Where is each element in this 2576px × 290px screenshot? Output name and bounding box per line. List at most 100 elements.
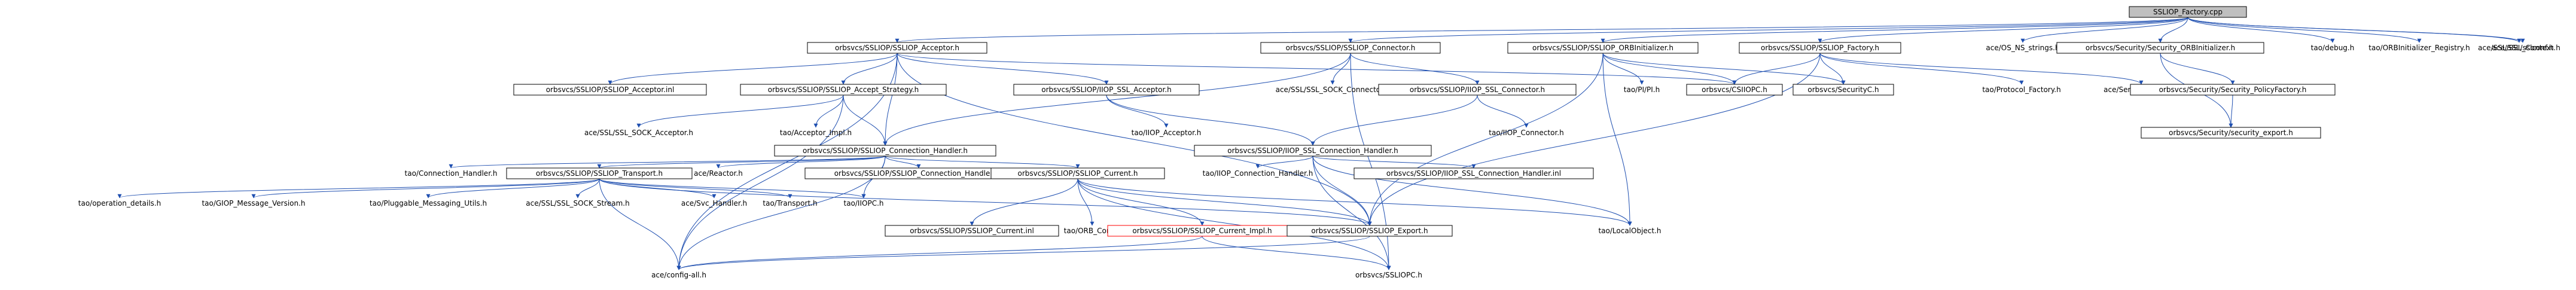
node-box <box>1686 84 1783 96</box>
node-iiop_conn_handler[interactable]: tao/IIOP_Connection_Handler.h <box>1203 169 1313 178</box>
node-ssl_context[interactable]: ace/SSL/SSL_Context.h <box>2478 44 2560 52</box>
node-protocol_factory[interactable]: tao/Protocol_Factory.h <box>1982 86 2060 94</box>
node-label: tao/Pluggable_Messaging_Utils.h <box>370 199 487 207</box>
edge-iiop_ssl_conn_handler-to-sslioP_export <box>1312 155 1372 226</box>
node-acceptor_inl[interactable]: orbsvcs/SSLIOP/SSLIOP_Acceptor.inl <box>513 84 707 96</box>
node-iiop_ssl_conn_handler[interactable]: orbsvcs/SSLIOP/IIOP_SSL_Connection_Handl… <box>1194 145 1432 157</box>
node-acceptor_impl[interactable]: tao/Acceptor_Impl.h <box>780 129 852 137</box>
edge-current_impl-to-config_all <box>676 236 1203 270</box>
node-operation_details[interactable]: tao/operation_details.h <box>78 199 161 207</box>
node-label: orbsvcs/SSLIOP/SSLIOP_Connection_Handler… <box>834 169 1004 178</box>
node-pi_h[interactable]: tao/PI/PI.h <box>1624 86 1660 94</box>
node-label: ace/SSL/SSL_SOCK_Stream.h <box>526 199 629 207</box>
node-iiopc[interactable]: tao/IIOPC.h <box>843 199 883 207</box>
node-tao_conn_handler[interactable]: tao/Connection_Handler.h <box>405 169 498 178</box>
node-iiop_acceptor[interactable]: tao/IIOP_Acceptor.h <box>1132 129 1202 137</box>
edge-factory_h-to-protocol_factory <box>1819 53 2024 85</box>
node-label: ace/SSL/SSL_SOCK_Connector.h <box>1276 86 1390 94</box>
node-label: orbsvcs/CSIIOPC.h <box>1702 86 1767 94</box>
edge-acceptor_h-to-csiiopc <box>897 53 1737 85</box>
node-accept_strategy[interactable]: orbsvcs/SSLIOP/SSLIOP_Accept_Strategy.h <box>740 84 947 96</box>
node-label: tao/ORB_Core.h <box>1064 227 1121 235</box>
node-orb_core[interactable]: tao/ORB_Core.h <box>1064 227 1121 235</box>
node-box <box>506 167 693 179</box>
node-label: ace/OS_NS_strings.h <box>1986 44 2059 52</box>
node-root[interactable]: SSLIOP_Factory.cpp <box>2129 6 2247 18</box>
edge-sslioP_export-to-config_all <box>676 236 1370 270</box>
node-config_all[interactable]: ace/config-all.h <box>651 271 706 279</box>
node-conn_handler_inl[interactable]: orbsvcs/SSLIOP/SSLIOP_Connection_Handler… <box>804 167 1033 179</box>
edge-accept_strategy-to-conn_handler_h <box>843 94 888 146</box>
node-factory_h[interactable]: orbsvcs/SSLIOP/SSLIOP_Factory.h <box>1739 42 1901 54</box>
edge-root-to-sec_orbinit <box>2158 17 2188 43</box>
node-giop_msg_version[interactable]: tao/GIOP_Message_Version.h <box>202 199 305 207</box>
edge-iiop_ssl_conn_handler-to-iiop_ssl_conn_handler_inl <box>1312 155 1476 169</box>
node-conn_handler_h[interactable]: orbsvcs/SSLIOP/SSLIOP_Connection_Handler… <box>774 145 996 157</box>
node-box <box>2129 6 2247 18</box>
edge-iiop_ssl_conn_handler-to-local_object <box>1312 155 1632 226</box>
edge-root-to-factory_h <box>1818 17 2188 43</box>
node-label: orbsvcs/Security/Security_ORBInitializer… <box>2086 44 2235 52</box>
node-label: orbsvcs/SSLIOP/IIOP_SSL_Connection_Handl… <box>1227 146 1398 155</box>
node-sslioP_export[interactable]: orbsvcs/SSLIOP/SSLIOP_Export.h <box>1287 225 1453 237</box>
node-label: tao/IIOPC.h <box>843 199 883 207</box>
node-current_impl[interactable]: orbsvcs/SSLIOP/SSLIOP_Current_Impl.h <box>1107 225 1297 237</box>
node-label: ace/SSL/SSL_Context.h <box>2478 44 2560 52</box>
node-acceptor_h[interactable]: orbsvcs/SSLIOP/SSLIOP_Acceptor.h <box>807 42 987 54</box>
edge-acceptor_h-to-accept_strategy <box>841 53 898 85</box>
edge-accept_strategy-to-acceptor_impl <box>813 94 844 128</box>
node-pluggable_utils[interactable]: tao/Pluggable_Messaging_Utils.h <box>370 199 487 207</box>
node-label: tao/IIOP_Connector.h <box>1489 129 1563 137</box>
node-ssl_sock_acceptor[interactable]: ace/SSL/SSL_SOCK_Acceptor.h <box>584 129 693 137</box>
node-reactor_h[interactable]: ace/Reactor.h <box>694 169 743 178</box>
node-current_inl[interactable]: orbsvcs/SSLIOP/SSLIOP_Current.inl <box>885 225 1059 237</box>
edge-current_h-to-sslioP_export <box>1077 178 1372 226</box>
node-box <box>1378 84 1577 96</box>
node-box <box>990 167 1165 179</box>
node-iiop_ssl_conn_handler_inl[interactable]: orbsvcs/SSLIOP/IIOP_SSL_Connection_Handl… <box>1353 167 1594 179</box>
edge-iiop_ssl_acceptor-to-iiop_acceptor <box>1106 94 1169 128</box>
edge-current_h-to-local_object <box>1077 178 1632 226</box>
node-orbinit_reg[interactable]: tao/ORBInitializer_Registry.h <box>2368 44 2470 52</box>
node-label: orbsvcs/SSLIOP/SSLIOP_Export.h <box>1311 227 1428 235</box>
node-label: tao/Protocol_Factory.h <box>1982 86 2060 94</box>
node-csiiopc[interactable]: orbsvcs/CSIIOPC.h <box>1686 84 1783 96</box>
node-iiop_ssl_connector[interactable]: orbsvcs/SSLIOP/IIOP_SSL_Connector.h <box>1378 84 1577 96</box>
node-label: ace/Svc_Handler.h <box>681 199 747 207</box>
node-label: orbsvcs/SSLIOP/IIOP_SSL_Connector.h <box>1410 86 1545 94</box>
node-sec_orbinit[interactable]: orbsvcs/Security/Security_ORBInitializer… <box>2056 42 2264 54</box>
edge-sec_orbinit-to-policy_factory <box>2160 53 2235 85</box>
node-connector_h[interactable]: orbsvcs/SSLIOP/SSLIOP_Connector.h <box>1260 42 1441 54</box>
node-box <box>2056 42 2264 54</box>
edge-conn_handler_h-to-conn_handler_inl <box>885 155 921 169</box>
node-policy_factory[interactable]: orbsvcs/Security/Security_PolicyFactory.… <box>2130 84 2336 96</box>
edge-transport_h-to-pluggable_utils <box>426 178 600 199</box>
node-ns_strings[interactable]: ace/OS_NS_strings.h <box>1986 44 2059 52</box>
node-debug_h[interactable]: tao/debug.h <box>2311 44 2355 52</box>
node-box <box>1260 42 1441 54</box>
node-transport_h[interactable]: orbsvcs/SSLIOP/SSLIOP_Transport.h <box>506 167 693 179</box>
node-security_export[interactable]: orbsvcs/Security/security_export.h <box>2141 127 2321 139</box>
edge-orbinit_h-to-local_object <box>1602 53 1632 226</box>
node-ssl_sock_connector[interactable]: ace/SSL/SSL_SOCK_Connector.h <box>1276 86 1390 94</box>
edge-iiop_ssl_conn_handler-to-ssliopc <box>1312 155 1391 270</box>
node-ssl_sock_stream[interactable]: ace/SSL/SSL_SOCK_Stream.h <box>526 199 629 207</box>
node-iiop_connector[interactable]: tao/IIOP_Connector.h <box>1489 129 1563 137</box>
node-box <box>1287 225 1453 237</box>
node-local_object[interactable]: tao/LocalObject.h <box>1598 227 1661 235</box>
node-label: ace/Reactor.h <box>694 169 743 178</box>
node-securityc[interactable]: orbsvcs/SecurityC.h <box>1792 84 1894 96</box>
node-box <box>2130 84 2336 96</box>
edge-factory_h-to-securityc <box>1819 53 1846 85</box>
edge-iiop_ssl_connector-to-iiop_connector <box>1477 94 1529 128</box>
node-orbinit_h[interactable]: orbsvcs/SSLIOP/SSLIOP_ORBInitializer.h <box>1507 42 1699 54</box>
node-svc_handler[interactable]: ace/Svc_Handler.h <box>681 199 747 207</box>
node-ssliopc[interactable]: orbsvcs/SSLIOPC.h <box>1355 271 1422 279</box>
node-tao_transport[interactable]: tao/Transport.h <box>763 199 817 207</box>
node-iiop_ssl_acceptor[interactable]: orbsvcs/SSLIOP/IIOP_SSL_Acceptor.h <box>1013 84 1200 96</box>
edge-factory_h-to-csiiopc <box>1732 53 1821 85</box>
node-current_h[interactable]: orbsvcs/SSLIOP/SSLIOP_Current.h <box>990 167 1165 179</box>
edge-accept_strategy-to-ssl_sock_acceptor <box>636 94 844 128</box>
node-sslconf[interactable]: ace/SSL/sslconf.h <box>2492 44 2554 52</box>
